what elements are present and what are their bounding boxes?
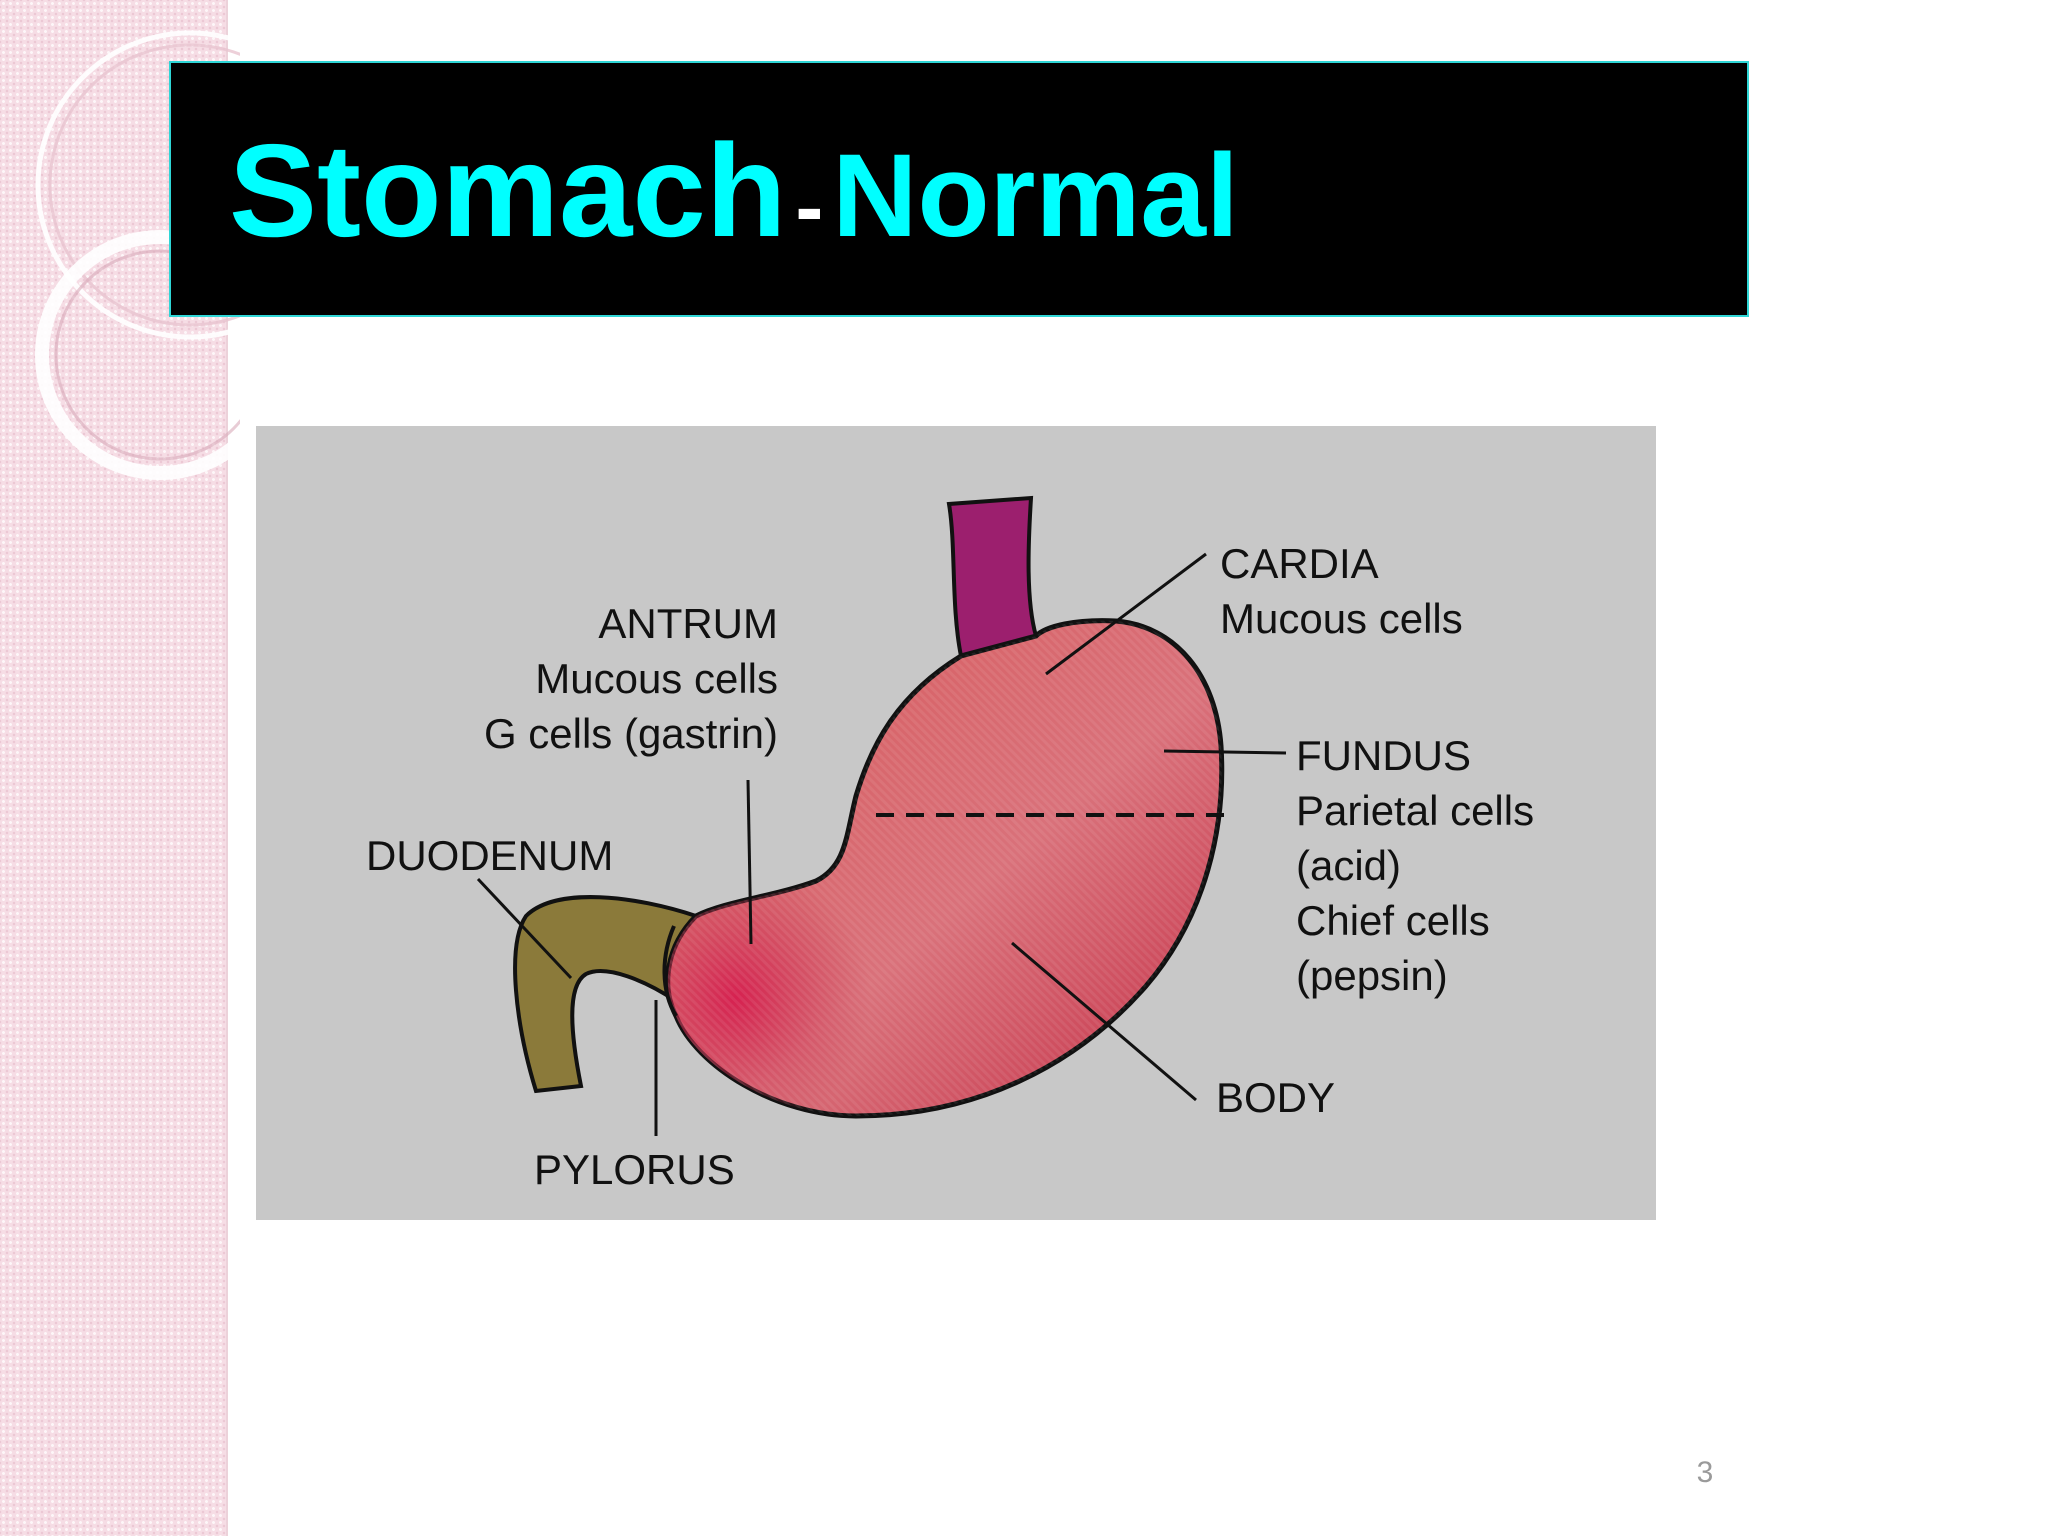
- label-fundus-chief: Chief cells: [1296, 897, 1490, 944]
- label-fundus: FUNDUS Parietal cells (acid) Chief cells…: [1296, 728, 1534, 1003]
- title-subtitle: Normal: [832, 130, 1239, 262]
- label-antrum-title: ANTRUM: [598, 600, 778, 647]
- duodenum-leader: [476, 877, 573, 980]
- label-cardia: CARDIA Mucous cells: [1220, 536, 1463, 646]
- label-antrum: ANTRUM Mucous cells G cells (gastrin): [484, 596, 778, 761]
- label-fundus-title: FUNDUS: [1296, 732, 1471, 779]
- label-cardia-cells: Mucous cells: [1220, 595, 1463, 642]
- label-pylorus: PYLORUS: [534, 1146, 735, 1193]
- slide-page-number: 3: [1696, 1456, 1714, 1489]
- label-duodenum: DUODENUM: [366, 832, 614, 879]
- label-fundus-parietal: Parietal cells: [1296, 787, 1535, 834]
- stomach-diagram: CARDIA Mucous cells ANTRUM Mucous cells …: [256, 426, 1656, 1220]
- label-fundus-acid: (acid): [1296, 842, 1402, 889]
- title-dash: -: [795, 160, 824, 254]
- esophagus-shape: [946, 495, 1039, 659]
- stomach-illustration: [476, 495, 1287, 1136]
- antrum-leader: [746, 779, 753, 945]
- label-cardia-title: CARDIA: [1220, 540, 1379, 587]
- cardia-leader: [1045, 552, 1207, 676]
- stomach-texture: [667, 620, 1222, 1116]
- decorative-rings: [35, 30, 240, 480]
- label-antrum-mucous: Mucous cells: [535, 655, 778, 702]
- fundus-leader: [1163, 749, 1287, 755]
- title-main: Stomach: [229, 117, 787, 264]
- body-leader: [1011, 941, 1197, 1102]
- slide-title: Stomach - Normal: [229, 125, 1239, 257]
- title-bar: Stomach - Normal: [169, 61, 1749, 317]
- pylorus-ring: [662, 925, 678, 1018]
- label-body: BODY: [1216, 1074, 1336, 1121]
- label-fundus-pepsin: (pepsin): [1296, 952, 1448, 999]
- duodenum-shape: [513, 895, 699, 1094]
- side-strip-edge: [226, 0, 228, 1536]
- label-antrum-gcells: G cells (gastrin): [483, 710, 778, 757]
